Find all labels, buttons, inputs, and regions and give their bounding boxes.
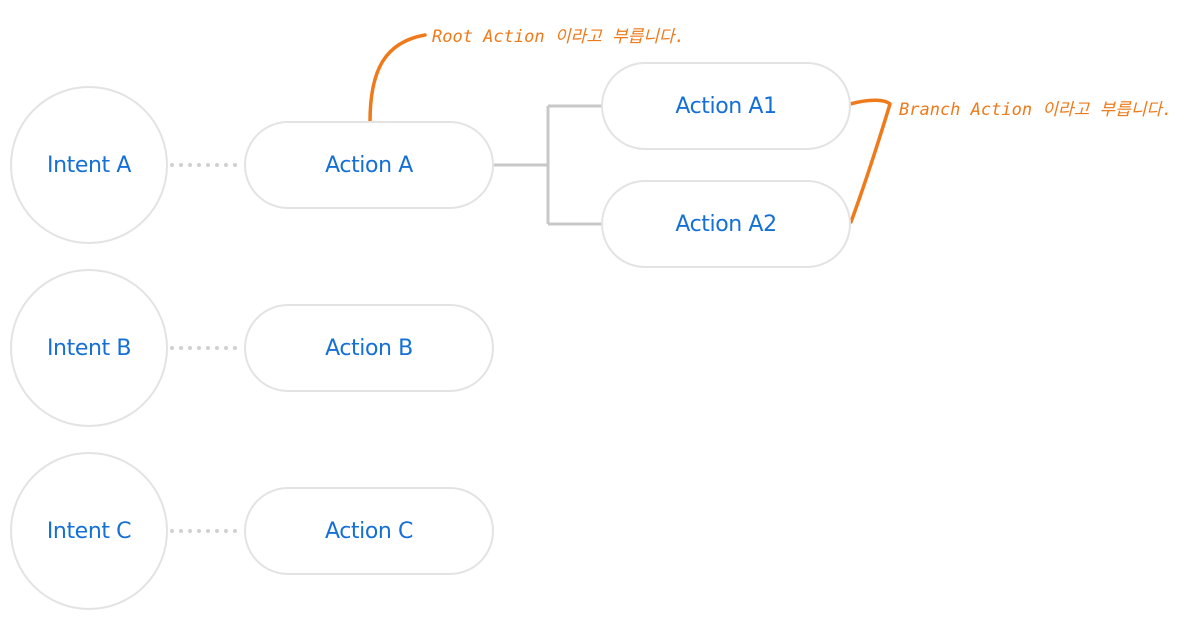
action-a-label: Action A [325, 152, 413, 178]
intent-b-node: Intent B [10, 269, 168, 427]
branch-annotation-pointer [848, 98, 892, 224]
root-action-annotation: Root Action 이라고 부릅니다. [432, 27, 685, 47]
intent-a-label: Intent A [46, 152, 131, 178]
action-a1-label: Action A1 [675, 93, 777, 119]
action-b-node: Action B [244, 304, 494, 392]
branch-action-annotation: Branch Action 이라고 부릅니다. [899, 100, 1173, 120]
action-c-label: Action C [324, 518, 414, 544]
branch-connector [494, 104, 602, 226]
action-a2-node: Action A2 [601, 180, 851, 268]
intent-c-label: Intent C [46, 518, 132, 544]
action-a2-label: Action A2 [675, 211, 777, 237]
action-a1-node: Action A1 [601, 62, 851, 150]
intent-a-node: Intent A [10, 86, 168, 244]
action-a-node: Action A [244, 121, 494, 209]
intent-b-label: Intent B [46, 335, 132, 361]
root-annotation-pointer [368, 33, 427, 124]
action-b-label: Action B [325, 335, 413, 361]
intent-c-node: Intent C [10, 452, 168, 610]
action-c-node: Action C [244, 487, 494, 575]
